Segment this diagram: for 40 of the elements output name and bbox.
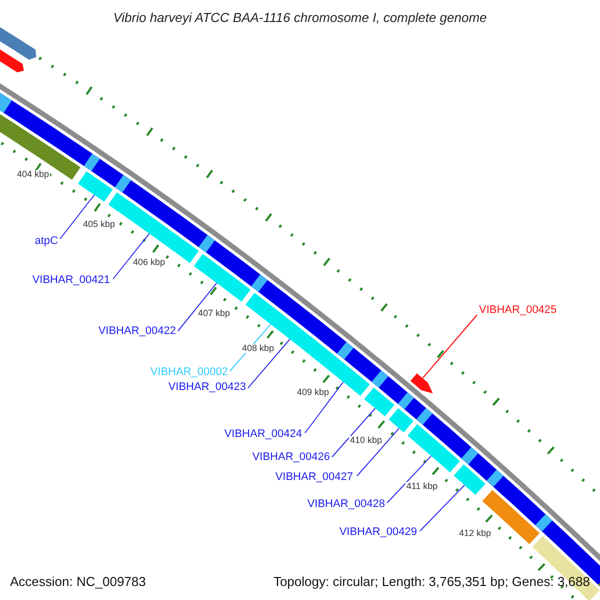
gene-label: VIBHAR_00002 — [150, 367, 228, 378]
scale-label: 404 kbp — [16, 170, 50, 179]
leader-line — [112, 233, 150, 280]
leader-line — [356, 428, 400, 476]
genome-summary: Topology: circular; Length: 3,765,351 bp; Genes: 3,688 — [273, 575, 590, 588]
gene-bar — [388, 408, 414, 432]
gene-marker — [410, 373, 433, 394]
leader-line — [422, 314, 478, 379]
leader-line — [60, 194, 95, 240]
gene-label: VIBHAR_00426 — [252, 452, 330, 463]
leader-line — [248, 338, 290, 388]
leader-line — [386, 455, 432, 504]
scale-label: 405 kbp — [82, 220, 116, 229]
accession-label: Accession: NC_009783 — [10, 575, 146, 588]
gene-bar — [454, 464, 486, 495]
gene-bar — [78, 171, 113, 202]
leader-line — [420, 484, 465, 532]
map-title: Vibrio harveyi ATCC BAA-1116 chromosome I, complete genome — [112, 11, 488, 24]
scale-label: 406 kbp — [132, 258, 166, 267]
scale-label: 410 kbp — [348, 436, 384, 445]
scale-label: 411 kbp — [405, 482, 439, 491]
gene-label: VIBHAR_00424 — [224, 429, 302, 440]
scale-label: 407 kbp — [196, 309, 232, 318]
scale-label: 408 kbp — [240, 344, 276, 353]
gene-label: VIBHAR_00427 — [275, 472, 353, 483]
gene-bar — [408, 424, 460, 472]
gene-label: VIBHAR_00428 — [307, 499, 385, 510]
gene-label: VIBHAR_00421 — [32, 275, 110, 286]
scale-label: 409 kbp — [296, 388, 330, 397]
gene-label: VIBHAR_00429 — [339, 527, 417, 538]
gene-label: VIBHAR_00422 — [98, 326, 176, 337]
gene-label: VIBHAR_00423 — [168, 382, 246, 393]
gene-bar — [364, 388, 394, 416]
gene-label: VIBHAR_00425 — [479, 305, 557, 316]
leader-line — [332, 408, 376, 458]
gene-label: atpC — [34, 236, 58, 247]
leader-line — [178, 282, 218, 332]
scale-label: 412 kbp — [458, 529, 492, 538]
gene-bar — [194, 254, 251, 302]
leader-line — [304, 381, 344, 434]
